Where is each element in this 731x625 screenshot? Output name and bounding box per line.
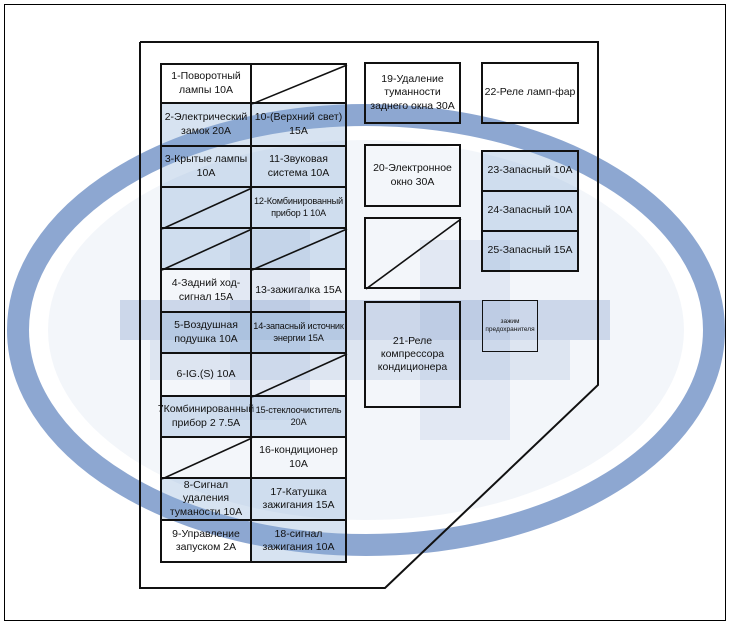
empty-slot-2: [160, 186, 253, 230]
fuse-10-label: 10-(Верхний свет) 15А: [254, 111, 343, 137]
image-frame: [4, 4, 726, 621]
fuse-10: 10-(Верхний свет) 15А: [250, 102, 347, 147]
relay-21-label: 21-Реле компрессора кондиционера: [377, 334, 448, 374]
fuse-1: 1-Поворотный лампы 10А: [160, 63, 252, 104]
fuse-6: 6-IG.(S) 10А: [160, 352, 252, 397]
fuse-clamp: зажим предохранителя: [482, 300, 538, 352]
fuse-16-label: 16-кондиционер 10А: [259, 444, 338, 470]
fuse-5: 5-Воздушная подушка 10А: [160, 311, 252, 354]
fuse-14-label: 14-запасный источник энергии 15А: [253, 321, 344, 343]
fuse-19: 19-Удаление туманности заднего окна 30А: [364, 62, 461, 124]
fuse-11: 11-Звуковая система 10А: [250, 145, 347, 188]
empty-slot-1: [250, 63, 348, 105]
fuse-15-label: 15-стеклоочиститель 20А: [255, 405, 342, 427]
fuse-8: 8-Сигнал удаления туманости 10А: [160, 477, 252, 521]
fuse-5-label: 5-Воздушная подушка 10А: [174, 319, 238, 345]
relay-21: 21-Реле компрессора кондиционера: [364, 301, 461, 408]
fuse-12: 12-Комбинированный прибор 1 10А: [250, 186, 347, 229]
fuse-7: 7Комбинированный прибор 2 7.5А: [157, 395, 255, 438]
fuse-13: 13-зажигалка 15А: [250, 268, 347, 313]
fuse-24: 24-Запасный 10А: [481, 190, 579, 232]
fuse-12-label: 12-Комбинированный прибор 1 10А: [254, 196, 343, 218]
fuse-7-label: 7Комбинированный прибор 2 7.5А: [157, 403, 255, 429]
fuse-23: 23-Запасный 10А: [481, 150, 579, 192]
fuse-16: 16-кондиционер 10А: [250, 436, 347, 479]
fuse-14: 14-запасный источник энергии 15А: [250, 311, 347, 354]
fuse-23-label: 23-Запасный 10А: [487, 164, 573, 177]
fuse-2: 2-Электрический замок 20А: [160, 102, 252, 147]
fuse-17: 17-Катушка зажигания 15А: [250, 477, 347, 521]
fuse-3: 3-Крытые лампы 10А: [160, 145, 252, 188]
fuse-4: 4-Задний ход-сигнал 15А: [160, 268, 252, 313]
fuse-18-label: 18-сигнал зажигания 10А: [262, 527, 335, 553]
fuse-15: 15-стеклоочиститель 20А: [250, 395, 347, 438]
fuse-17-label: 17-Катушка зажигания 15А: [262, 485, 335, 511]
fuse-9-label: 9-Управление запуском 2А: [172, 527, 240, 553]
fuse-11-label: 11-Звуковая система 10А: [267, 153, 330, 179]
fuse-20: 20-Электронное окно 30А: [364, 144, 461, 207]
empty-slot-3: [160, 227, 253, 271]
empty-slot-6: [160, 436, 253, 480]
relay-22: 22-Реле ламп-фар: [481, 62, 579, 124]
fuse-25: 25-Запасный 15А: [481, 230, 579, 272]
fuse-18: 18-сигнал зажигания 10А: [250, 519, 347, 563]
fuse-24-label: 24-Запасный 10А: [487, 204, 573, 217]
fuse-2-label: 2-Электрический замок 20А: [164, 111, 248, 137]
empty-slot-4: [250, 227, 348, 271]
fuse-6-label: 6-IG.(S) 10А: [176, 367, 236, 380]
fuse-8-label: 8-Сигнал удаления туманости 10А: [169, 479, 243, 518]
fuse-19-label: 19-Удаление туманности заднего окна 30А: [370, 73, 455, 112]
fuse-3-label: 3-Крытые лампы 10А: [164, 153, 248, 179]
relay-22-label: 22-Реле ламп-фар: [484, 86, 576, 99]
fuse-clamp-label: зажим предохранителя: [485, 318, 535, 333]
fuse-1-label: 1-Поворотный лампы 10А: [171, 70, 241, 96]
fuse-25-label: 25-Запасный 15А: [487, 244, 573, 257]
fuse-13-label: 13-зажигалка 15А: [255, 283, 342, 296]
fuse-9: 9-Управление запуском 2А: [160, 519, 252, 563]
empty-slot-7: [364, 217, 462, 290]
fuse-4-label: 4-Задний ход-сигнал 15А: [171, 277, 241, 303]
fuse-20-label: 20-Электронное окно 30А: [373, 162, 452, 188]
empty-slot-5: [250, 352, 348, 398]
